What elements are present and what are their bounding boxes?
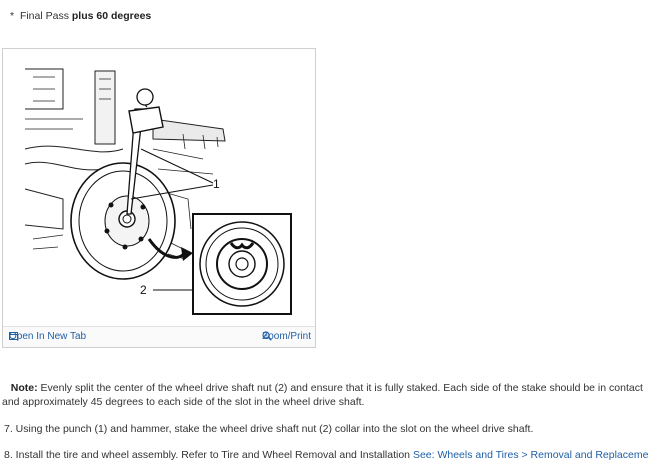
open-tab-label: Open In New Tab bbox=[9, 331, 87, 342]
figure-footer: Open In New Tab Zoom/Print bbox=[3, 326, 315, 347]
open-tab-icon bbox=[9, 332, 18, 340]
callout-1: 1 bbox=[213, 177, 220, 191]
zoom-print-link[interactable]: Zoom/Print bbox=[262, 331, 311, 342]
zoom-icon bbox=[262, 331, 272, 341]
step-text: Final Pass bbox=[19, 10, 69, 22]
zoom-print-label: Zoom/Print bbox=[262, 331, 311, 342]
callout-2: 2 bbox=[140, 283, 147, 297]
figure-panel: 1 2 Open In New Tab bbox=[2, 48, 316, 348]
wheel-hub-illustration: 1 2 bbox=[24, 68, 292, 315]
note-paragraph: Note: Evenly split the center of the whe… bbox=[2, 381, 647, 409]
step-8-text: 8. Install the tire and wheel assembly. … bbox=[4, 449, 413, 461]
step-bold: plus 60 degrees bbox=[71, 10, 152, 22]
open-in-new-tab-link[interactable]: Open In New Tab bbox=[9, 331, 86, 342]
note-label: Note: bbox=[10, 382, 38, 394]
see-tire-and-wheel-link[interactable]: See: Wheels and Tires > Removal and Repl… bbox=[412, 449, 649, 461]
note-text: Evenly split the center of the wheel dri… bbox=[2, 382, 643, 408]
step-line: * Final Pass plus 60 degrees bbox=[10, 10, 151, 22]
step-7: 7. Using the punch (1) and hammer, stake… bbox=[4, 423, 534, 435]
bullet: * bbox=[10, 10, 15, 22]
step-8: 8. Install the tire and wheel assembly. … bbox=[4, 448, 649, 462]
